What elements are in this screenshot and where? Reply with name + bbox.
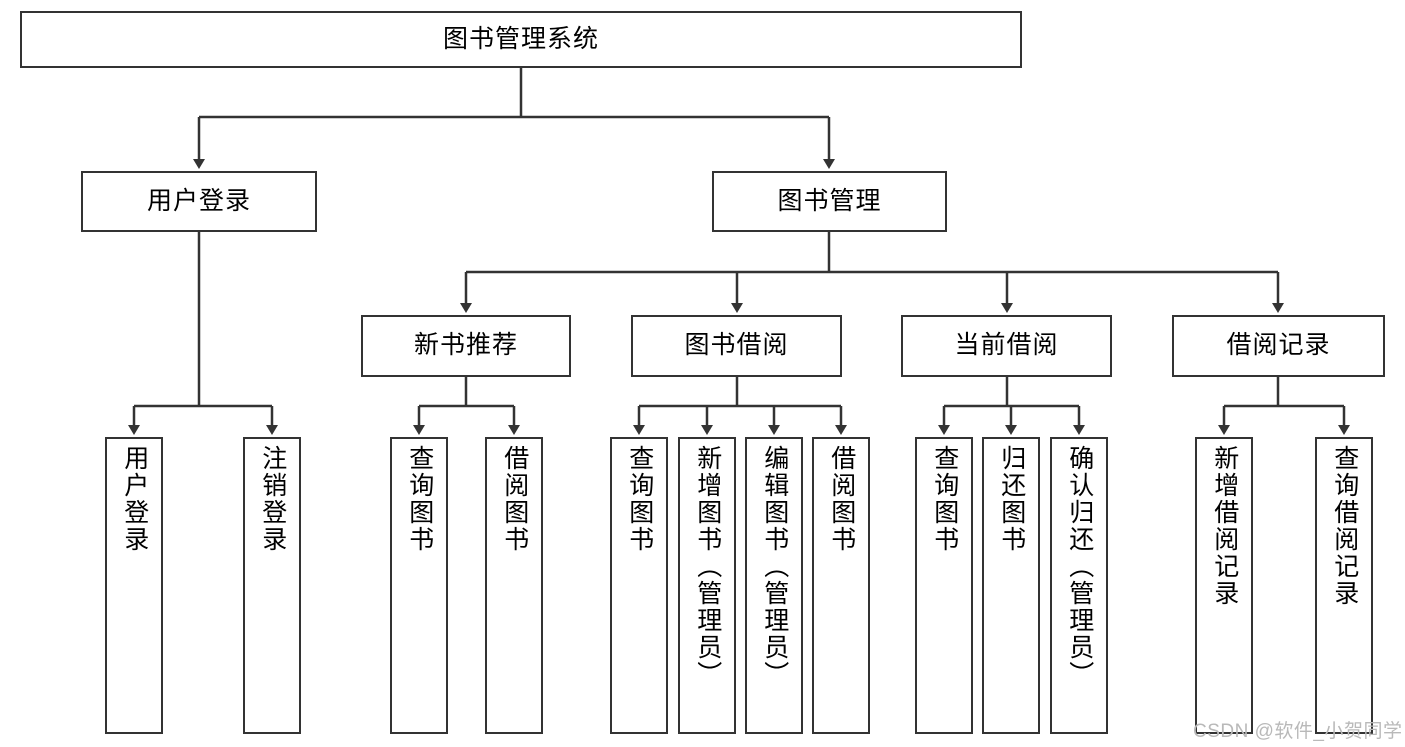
node-new-book-recommend-label: 新书推荐 — [413, 331, 518, 360]
node-book-borrow-label: 图书借阅 — [684, 331, 789, 360]
node-current-borrow-label: 当前借阅 — [954, 331, 1059, 360]
leaf-label: 新增图书（管理员） — [693, 445, 722, 688]
leaf-logout-login[interactable]: 注销登录 — [243, 437, 301, 734]
leaf-label: 注销登录 — [258, 445, 287, 553]
node-user-login[interactable]: 用户登录 — [81, 171, 317, 232]
node-book-management[interactable]: 图书管理 — [712, 171, 947, 232]
leaf-label: 新增借阅记录 — [1210, 445, 1239, 607]
leaf-edit-book-admin[interactable]: 编辑图书（管理员） — [745, 437, 803, 734]
node-current-borrow[interactable]: 当前借阅 — [901, 315, 1112, 377]
edge-userlogin-to-leaves — [128, 232, 278, 435]
edge-newbook-to-leaves — [413, 377, 520, 435]
leaf-borrow-book-newbook[interactable]: 借阅图书 — [485, 437, 543, 734]
leaf-label: 查询图书 — [625, 445, 654, 553]
node-book-borrow[interactable]: 图书借阅 — [631, 315, 842, 377]
edge-root-to-level2 — [193, 68, 835, 169]
edge-bookborrow-to-leaves — [633, 377, 847, 435]
node-borrow-record[interactable]: 借阅记录 — [1172, 315, 1385, 377]
leaf-label: 查询图书 — [930, 445, 959, 553]
leaf-label: 查询借阅记录 — [1330, 445, 1359, 607]
leaf-query-book-borrow[interactable]: 查询图书 — [610, 437, 668, 734]
node-user-login-label: 用户登录 — [146, 186, 251, 215]
leaf-add-book-admin[interactable]: 新增图书（管理员） — [678, 437, 736, 734]
csdn-watermark: CSDN @软件_小贺同学 — [1193, 721, 1403, 742]
node-root-label: 图书管理系统 — [442, 24, 599, 53]
leaf-label: 归还图书 — [997, 445, 1026, 553]
edge-currentborrow-to-leaves — [938, 377, 1085, 435]
node-borrow-record-label: 借阅记录 — [1226, 331, 1331, 360]
leaf-user-login[interactable]: 用户登录 — [105, 437, 163, 734]
leaf-label: 查询图书 — [405, 445, 434, 553]
node-new-book-recommend[interactable]: 新书推荐 — [361, 315, 571, 377]
leaf-label: 借阅图书 — [500, 445, 529, 553]
leaf-label: 用户登录 — [120, 445, 149, 553]
leaf-query-book-newbook[interactable]: 查询图书 — [390, 437, 448, 734]
leaf-return-book[interactable]: 归还图书 — [982, 437, 1040, 734]
leaf-label: 确认归还（管理员） — [1065, 445, 1094, 688]
leaf-label: 借阅图书 — [827, 445, 856, 553]
edge-borrowrecord-to-leaves — [1218, 377, 1350, 435]
leaf-confirm-return-admin[interactable]: 确认归还（管理员） — [1050, 437, 1108, 734]
node-root[interactable]: 图书管理系统 — [20, 11, 1022, 68]
leaf-query-book-current[interactable]: 查询图书 — [915, 437, 973, 734]
leaf-query-borrow-record[interactable]: 查询借阅记录 — [1315, 437, 1373, 734]
edge-bookmgmt-to-level3 — [460, 232, 1284, 313]
leaf-label: 编辑图书（管理员） — [760, 445, 789, 688]
leaf-add-borrow-record[interactable]: 新增借阅记录 — [1195, 437, 1253, 734]
node-book-management-label: 图书管理 — [777, 186, 882, 215]
leaf-borrow-book[interactable]: 借阅图书 — [812, 437, 870, 734]
